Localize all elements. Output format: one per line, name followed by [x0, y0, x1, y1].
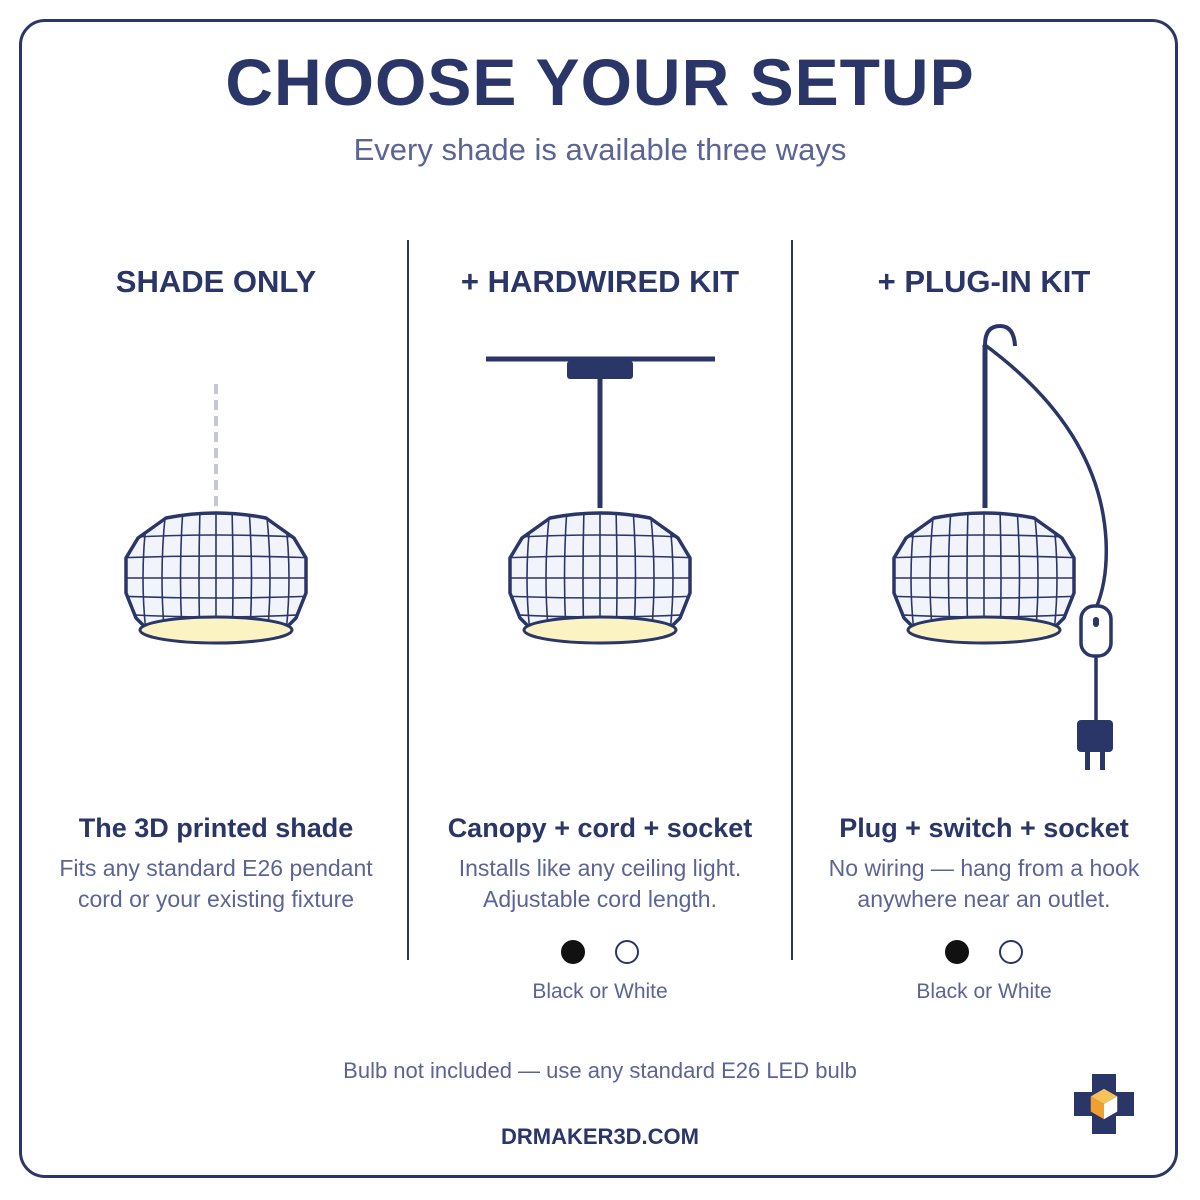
swatch-black[interactable]: [945, 940, 969, 964]
column-desc-plugin: No wiring — hang from a hook anywhere ne…: [792, 853, 1176, 915]
column-heading-plugin: Plug + switch + socket: [839, 813, 1129, 843]
swatch-white[interactable]: [999, 940, 1023, 964]
desc-line-2: anywhere near an outlet.: [857, 886, 1111, 912]
swatch-white[interactable]: [615, 940, 639, 964]
card-frame: [19, 19, 1178, 1178]
cube-cross-logo-icon: [1074, 1074, 1134, 1134]
swatch-black[interactable]: [561, 940, 585, 964]
column-desc-hardwired: Installs like any ceiling light. Adjusta…: [408, 853, 792, 915]
desc-line-1: No wiring — hang from a hook: [828, 855, 1140, 881]
column-title-shade-only: SHADE ONLY: [115, 264, 317, 299]
column-divider-1: [407, 240, 409, 960]
column-title-hardwired: + HARDWIRED KIT: [460, 264, 740, 299]
desc-line-1: Fits any standard E26 pendant: [59, 855, 373, 881]
color-options-label-hardwired: Black or White: [532, 980, 668, 1003]
page-subtitle: Every shade is available three ways: [353, 132, 847, 167]
swag-cord: [983, 343, 1109, 609]
column-title-plugin: + PLUG-IN KIT: [877, 264, 1091, 299]
color-swatches-hardwired: [408, 940, 792, 968]
bulb-note: Bulb not included — use any standard E26…: [343, 1058, 857, 1083]
column-divider-2: [791, 240, 793, 960]
desc-line-1: Installs like any ceiling light.: [458, 855, 742, 881]
column-desc-shade-only: Fits any standard E26 pendant cord or yo…: [24, 853, 408, 915]
plug-icon: [1077, 720, 1113, 770]
page-title: CHOOSE YOUR SETUP: [225, 45, 975, 119]
desc-line-2: cord or your existing fixture: [77, 886, 355, 912]
color-swatches-plugin: [792, 940, 1176, 968]
column-heading-hardwired: Canopy + cord + socket: [447, 813, 753, 843]
desc-line-2: Adjustable cord length.: [483, 886, 717, 912]
website-link[interactable]: DRMAKER3D.COM: [501, 1124, 699, 1149]
hardwired-shade-icon: [500, 508, 700, 648]
color-options-label-plugin: Black or White: [916, 980, 1052, 1003]
canopy-icon: [567, 361, 633, 379]
column-heading-shade-only: The 3D printed shade: [78, 813, 354, 843]
hook-icon: [983, 323, 1017, 347]
inline-switch-icon: [1079, 604, 1113, 658]
plugin-shade-icon: [884, 508, 1084, 648]
shade-only-icon: [116, 508, 316, 648]
